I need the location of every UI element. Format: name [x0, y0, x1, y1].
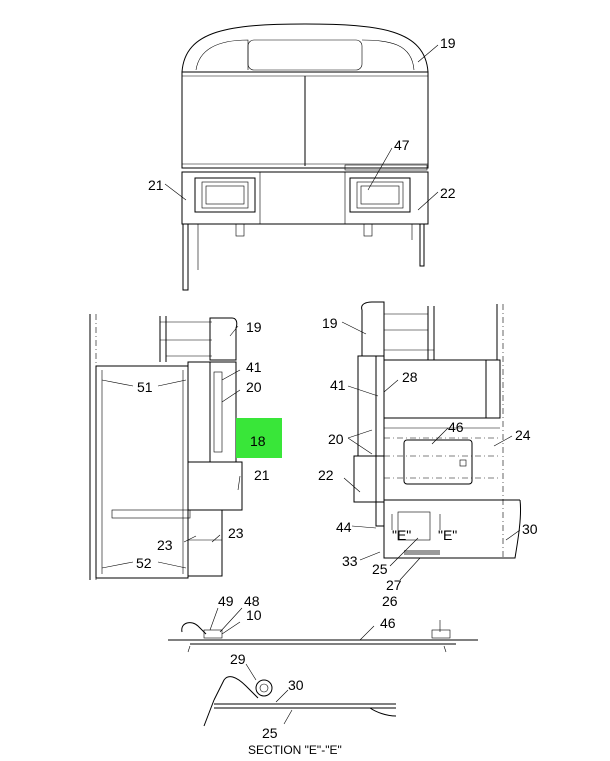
callout-46-right: 46: [448, 419, 464, 435]
callout-24: 24: [515, 427, 531, 443]
callout-30-bottom: 30: [288, 677, 304, 693]
callout-labels: 19 47 21 22 19 41 20 18 21 51 23 23 52 1…: [136, 35, 538, 757]
callout-10: 10: [246, 607, 262, 623]
callout-41-left: 41: [246, 359, 262, 375]
section-caption: SECTION "E"-"E": [248, 743, 342, 757]
callout-19-top: 19: [440, 35, 456, 51]
top-rear-view: [164, 23, 439, 291]
callout-19-right: 19: [322, 315, 338, 331]
callout-20-right: 20: [328, 431, 344, 447]
part-18-highlight: [236, 418, 282, 458]
callout-29: 29: [230, 651, 246, 667]
callout-28: 28: [402, 369, 418, 385]
callout-46-bottom: 46: [380, 615, 396, 631]
callout-21-left: 21: [254, 467, 270, 483]
callout-25-right: 25: [372, 561, 388, 577]
callout-22-top: 22: [440, 185, 456, 201]
callout-52: 52: [136, 555, 152, 571]
callout-22-right: 22: [318, 467, 334, 483]
callout-47: 47: [394, 137, 410, 153]
callout-49: 49: [218, 593, 234, 609]
callout-21-top: 21: [148, 177, 164, 193]
callout-26: 26: [382, 593, 398, 609]
section-mark-e2: "E": [438, 527, 457, 543]
callout-19-left: 19: [246, 319, 262, 335]
callout-25-bottom: 25: [262, 725, 278, 741]
callout-33: 33: [342, 553, 358, 569]
left-side-view: [89, 314, 282, 580]
callout-23-b: 23: [228, 525, 244, 541]
section-e-e-view: [203, 663, 397, 727]
callout-51: 51: [137, 379, 153, 395]
callout-20-left: 20: [246, 379, 262, 395]
section-mark-e1: "E": [392, 527, 411, 543]
hinge-detail-view: [168, 607, 478, 653]
right-side-view: [341, 301, 521, 581]
callout-23-a: 23: [157, 537, 173, 553]
callout-48: 48: [244, 593, 260, 609]
callout-44: 44: [336, 519, 352, 535]
callout-30-right: 30: [522, 521, 538, 537]
callout-18: 18: [250, 433, 266, 449]
callout-41-right: 41: [330, 377, 346, 393]
callout-27: 27: [386, 577, 402, 593]
